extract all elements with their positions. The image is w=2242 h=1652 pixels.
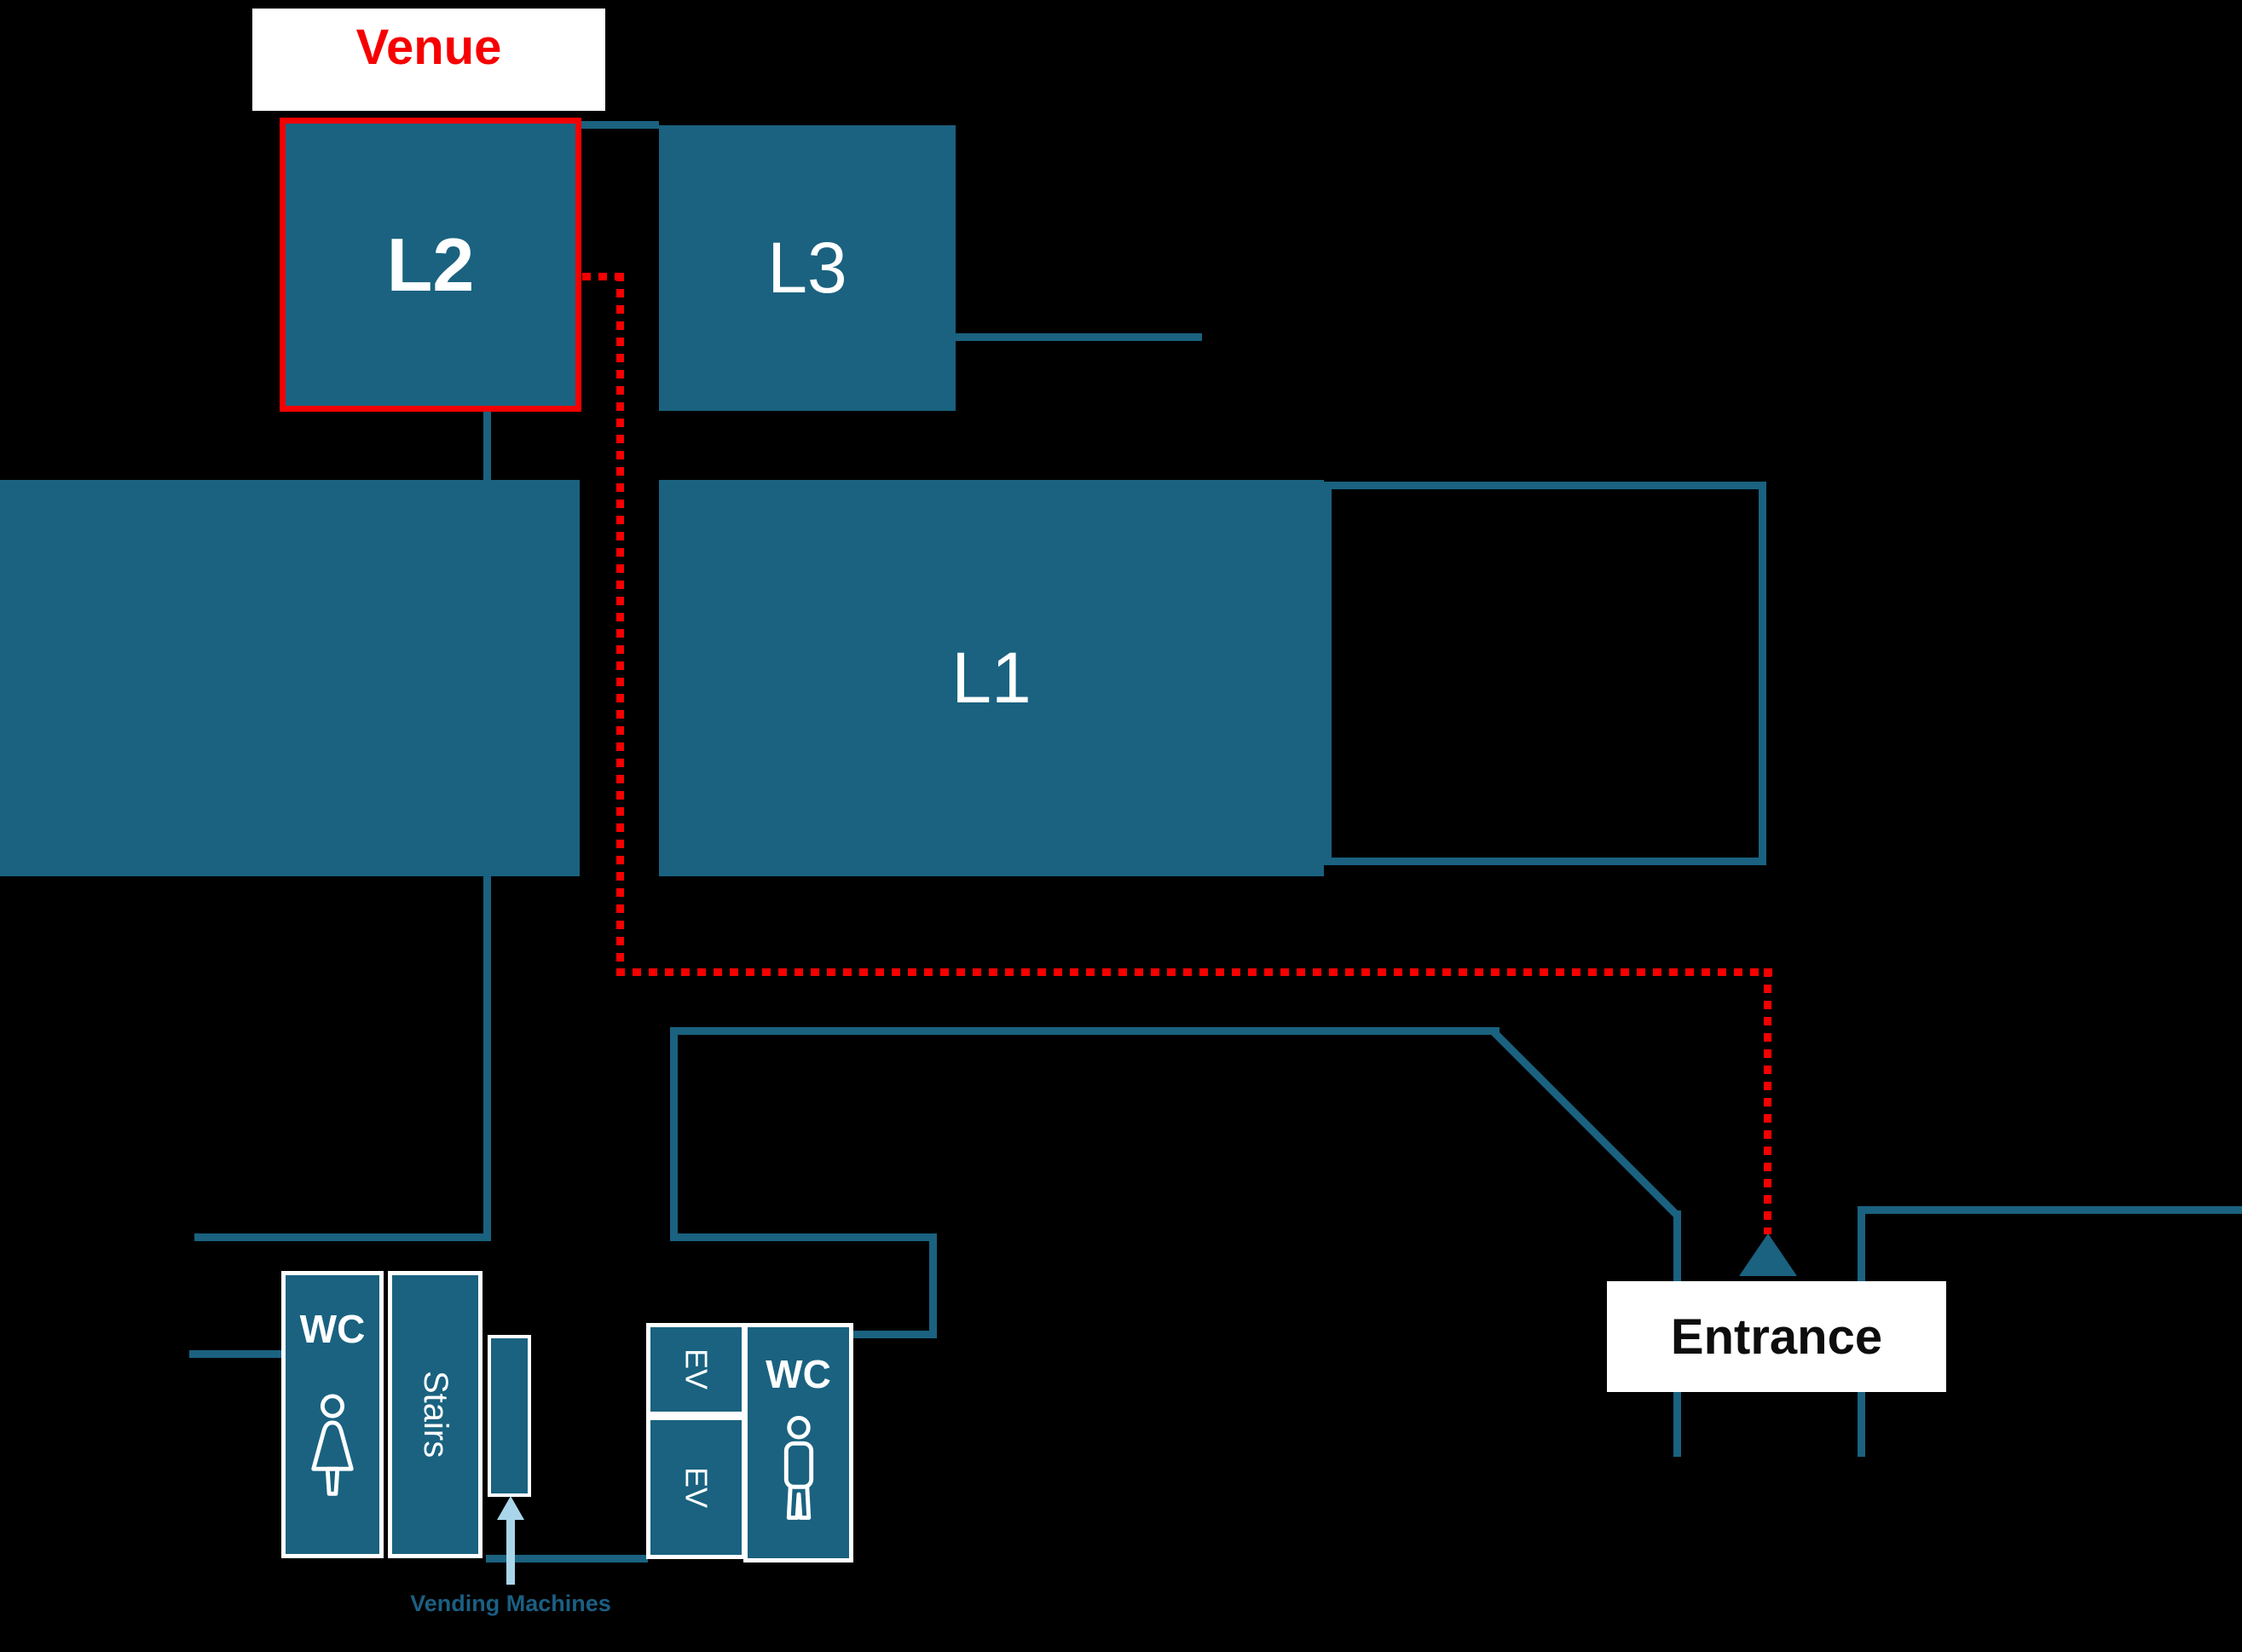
corridor-diagonal [1488, 1027, 1680, 1218]
corridor-vertical-west [670, 1027, 678, 1241]
corridor-horizontal-low [852, 1331, 937, 1338]
room-l3-label: L3 [767, 228, 847, 308]
wall-east-horizontal [1861, 1206, 2242, 1214]
vending-machines-label: Vending Machines [410, 1591, 611, 1616]
elevator-upper: EV [646, 1323, 746, 1416]
route-segment-l2-exit [582, 273, 622, 280]
entrance-arrow-icon [1739, 1233, 1797, 1276]
corridor-main-horizontal [670, 1027, 1499, 1035]
vending-machine-box [488, 1335, 531, 1497]
route-segment-horizontal [616, 968, 1772, 976]
wc-men-label: WC [766, 1352, 831, 1396]
room-l1: L1 [659, 480, 1324, 876]
entrance-wall-right-lower [1858, 1392, 1865, 1457]
building-outline-rect [1324, 482, 1766, 865]
elevator-upper-label: EV [679, 1349, 714, 1390]
wc-women-room: WC [281, 1271, 384, 1558]
vending-arrow [506, 1520, 515, 1585]
entrance-label-box: Entrance [1607, 1281, 1946, 1392]
wall-vending-south [486, 1555, 648, 1562]
wall-l2-down [483, 412, 491, 480]
entrance-label: Entrance [1670, 1308, 1883, 1365]
corridor-vertical-mid [929, 1233, 937, 1338]
wall-left-horizontal [194, 1233, 490, 1241]
elevator-lower: EV [646, 1416, 746, 1559]
entrance-wall-left-lower [1673, 1392, 1681, 1457]
wall-l2-l3-connector [581, 121, 659, 129]
stairs-label: Stairs [417, 1371, 454, 1458]
entrance-wall-left-upper [1673, 1210, 1681, 1281]
entrance-wall-right-upper [1858, 1206, 1865, 1281]
room-l2-venue: L2 [280, 118, 581, 412]
stairs-room: Stairs [388, 1271, 482, 1558]
venue-label: Venue [355, 20, 502, 75]
room-l2-label: L2 [386, 222, 475, 307]
wall-wc-west-stub [189, 1350, 281, 1358]
route-segment-vertical-entrance [1764, 968, 1771, 1234]
man-icon [783, 1416, 813, 1520]
room-l3: L3 [659, 125, 956, 411]
elevator-lower-label: EV [679, 1466, 714, 1509]
wc-men-room: WC [743, 1323, 853, 1562]
floor-block-left [0, 480, 580, 876]
woman-icon [311, 1394, 354, 1496]
wc-women-label: WC [299, 1307, 366, 1351]
vending-arrow-head-icon [497, 1496, 524, 1520]
wall-left-vertical [483, 876, 491, 1241]
room-l1-label: L1 [951, 638, 1031, 718]
venue-label-box: Venue [252, 9, 605, 111]
route-segment-vertical-north [616, 273, 624, 976]
corridor-horizontal-mid [670, 1233, 937, 1241]
wall-l3-east-stub [956, 333, 1202, 341]
